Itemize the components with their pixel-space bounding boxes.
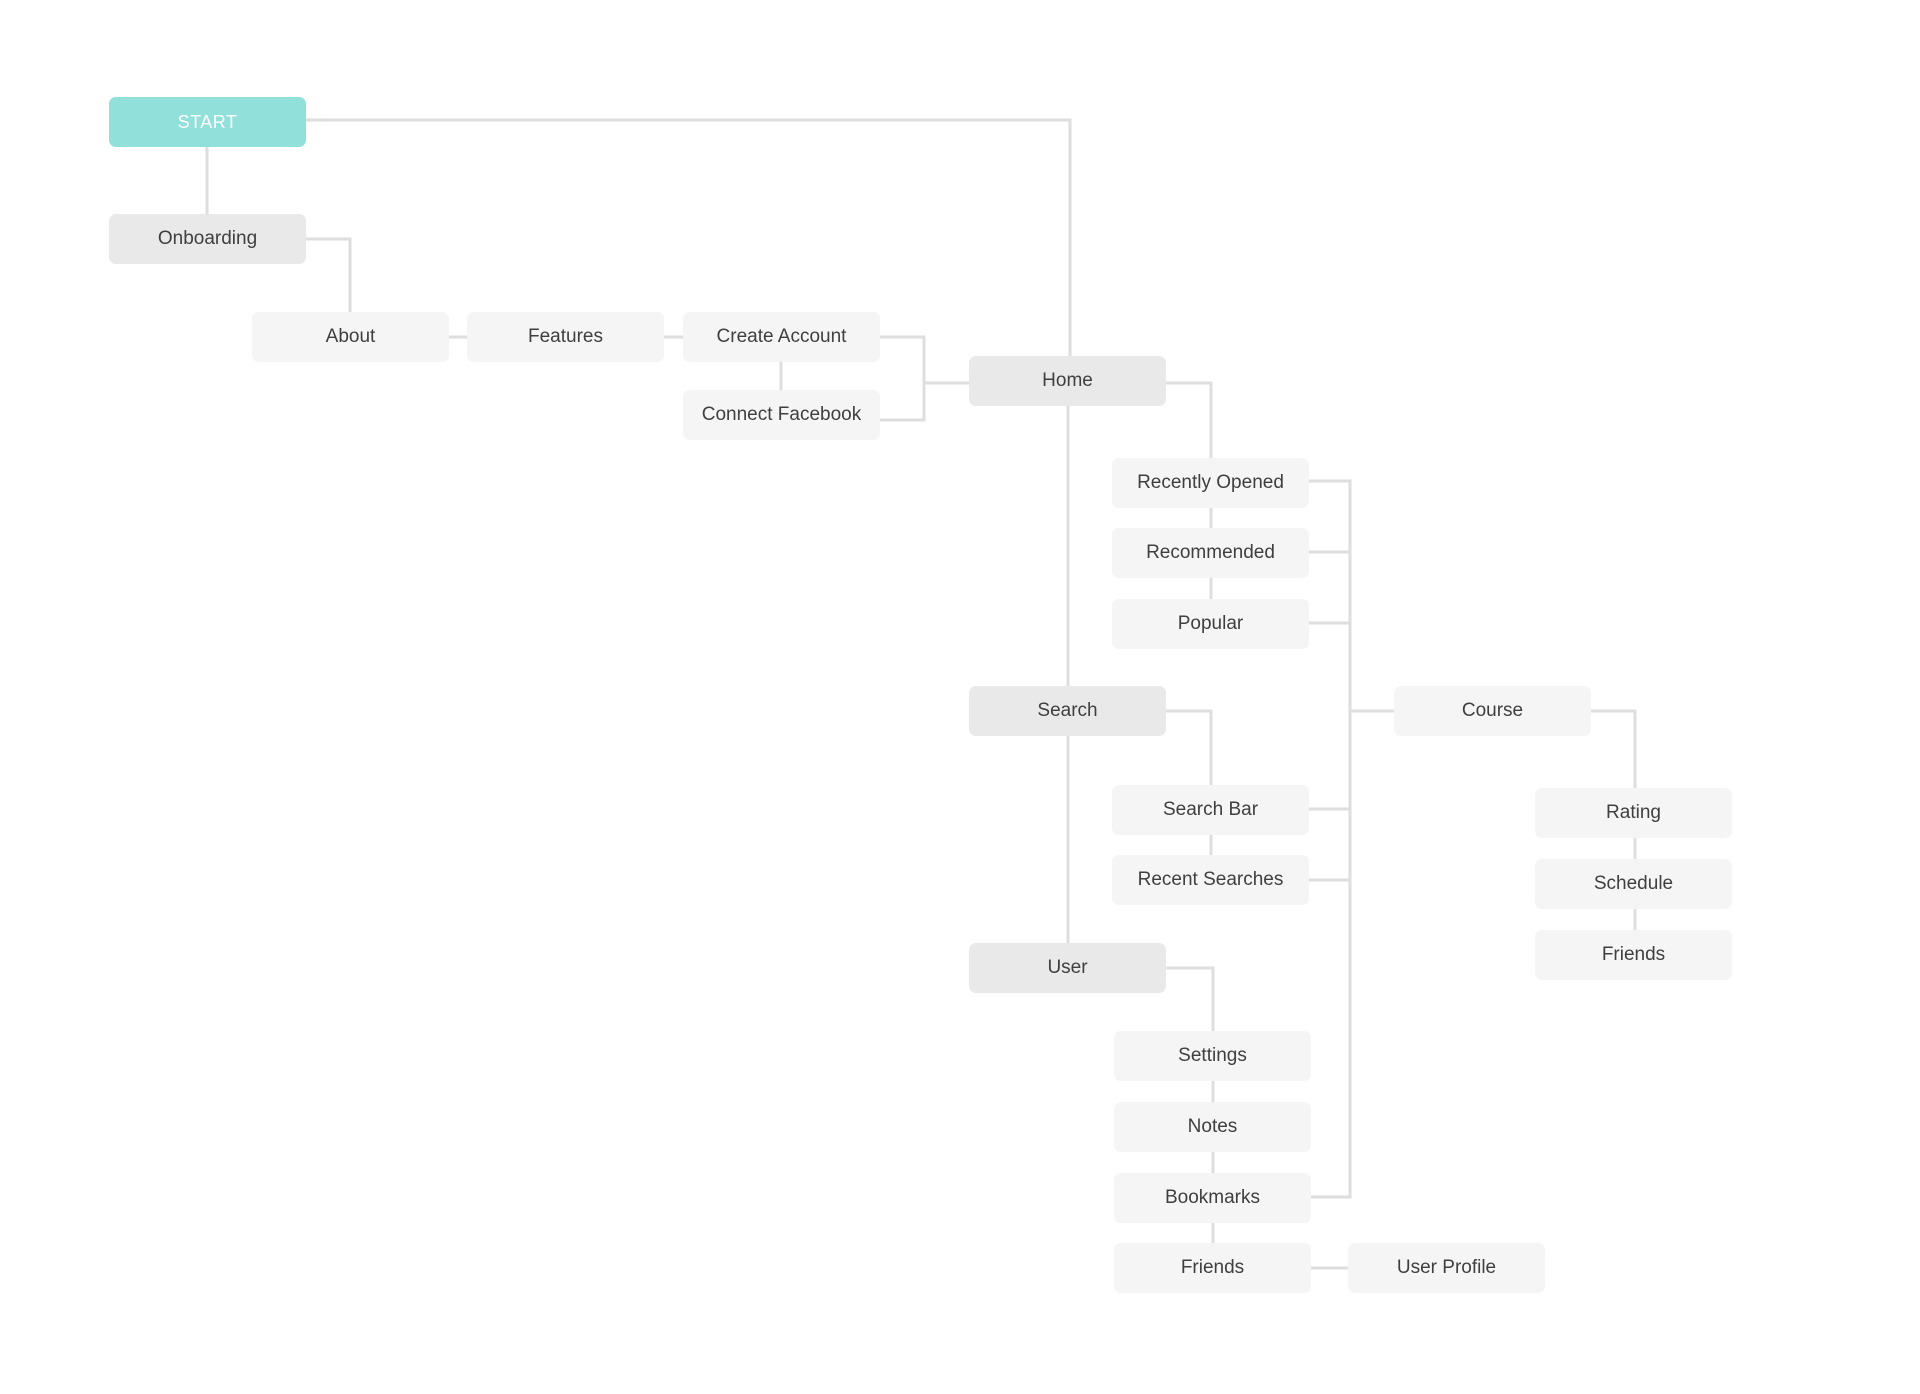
start-node[interactable]: START [109, 97, 306, 147]
search-bar-node[interactable]: Search Bar [1112, 785, 1309, 835]
schedule-node[interactable]: Schedule [1535, 859, 1732, 909]
settings-node[interactable]: Settings [1114, 1031, 1311, 1081]
about-node[interactable]: About [252, 312, 449, 362]
rating-node[interactable]: Rating [1535, 788, 1732, 838]
user-node[interactable]: User [969, 943, 1166, 993]
recommended-node[interactable]: Recommended [1112, 528, 1309, 578]
home-node[interactable]: Home [969, 356, 1166, 406]
user-friends-node[interactable]: Friends [1114, 1243, 1311, 1293]
connect-facebook-node[interactable]: Connect Facebook [683, 390, 880, 440]
recently-opened-node[interactable]: Recently Opened [1112, 458, 1309, 508]
course-friends-node[interactable]: Friends [1535, 930, 1732, 980]
onboarding-node[interactable]: Onboarding [109, 214, 306, 264]
bookmarks-node[interactable]: Bookmarks [1114, 1173, 1311, 1223]
features-node[interactable]: Features [467, 312, 664, 362]
search-node[interactable]: Search [969, 686, 1166, 736]
notes-node[interactable]: Notes [1114, 1102, 1311, 1152]
create-account-node[interactable]: Create Account [683, 312, 880, 362]
course-node[interactable]: Course [1394, 686, 1591, 736]
recent-searches-node[interactable]: Recent Searches [1112, 855, 1309, 905]
popular-node[interactable]: Popular [1112, 599, 1309, 649]
user-profile-node[interactable]: User Profile [1348, 1243, 1545, 1293]
